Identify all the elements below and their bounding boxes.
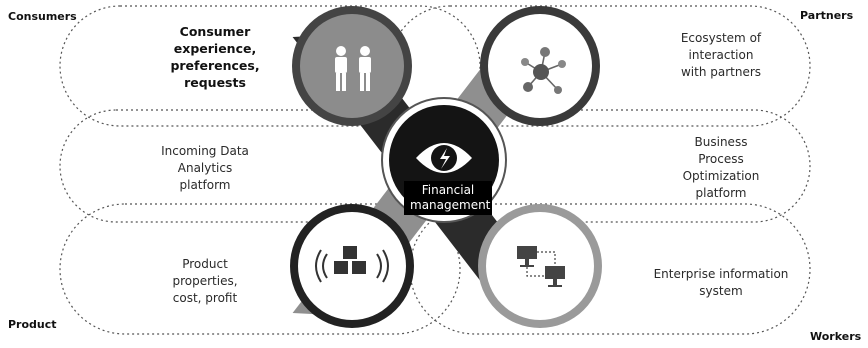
eye-lightning-icon	[416, 143, 472, 173]
desc-business-process: Business Process Optimization platform	[682, 135, 760, 200]
desc-product-properties: Product properties, cost, profit	[172, 257, 238, 305]
loop-product-bottom	[59, 203, 461, 335]
center-label-financial-management: Financial management	[404, 181, 492, 215]
desc-ecosystem: Ecosystem of interaction with partners	[680, 31, 762, 79]
connected-computers-icon	[517, 246, 565, 287]
desc-enterprise-info: Enterprise information system	[653, 267, 789, 298]
corner-label-partners: Partners	[800, 9, 854, 22]
node-top-right	[480, 6, 600, 126]
cubes-broadcast-icon	[315, 246, 389, 283]
node-top-left	[292, 6, 412, 126]
node-bottom-right	[478, 204, 602, 328]
desc-consumer-experience: Consumer experience, preferences, reques…	[170, 24, 260, 90]
node-bottom-left	[290, 204, 414, 328]
corner-label-consumers: Consumers	[8, 10, 77, 23]
loop-consumers-top	[59, 5, 481, 127]
loop-bpo-mid	[409, 109, 811, 223]
network-icon	[521, 47, 566, 94]
corner-label-workers: Workers	[810, 330, 862, 343]
people-icon	[335, 46, 371, 91]
corner-label-product: Product	[8, 318, 57, 331]
desc-data-analytics: Incoming Data Analytics platform	[161, 144, 249, 192]
loop-partners-top	[389, 5, 811, 127]
